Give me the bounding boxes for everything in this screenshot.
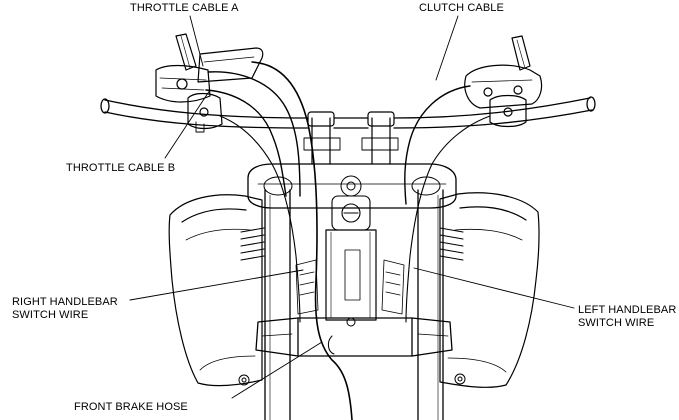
leader-clutch-cable	[435, 15, 459, 81]
left-fork-tube	[264, 189, 291, 420]
lower-triple-clamp	[255, 317, 453, 357]
throttle-cable-a-line	[207, 71, 301, 197]
leader-right-switch-wire	[129, 269, 304, 301]
leader-left-switch-wire	[413, 267, 575, 309]
upper-triple-clamp	[247, 163, 457, 209]
label-throttle-cable-b: THROTTLE CABLE B	[66, 162, 176, 174]
right-shroud	[439, 192, 540, 388]
front-brake-lever	[175, 33, 197, 71]
label-line: RIGHT HANDLEBAR	[12, 296, 118, 308]
label-line: LEFT HANDLEBAR	[578, 304, 677, 316]
handlebar-risers	[303, 111, 399, 165]
clutch-lever	[511, 35, 531, 71]
clutch-cable-line	[404, 85, 471, 205]
steering-stem	[325, 229, 377, 321]
throttle-cable-b-line	[205, 89, 287, 197]
label-clutch-cable: CLUTCH CABLE	[419, 2, 504, 14]
engine-detail	[295, 259, 405, 315]
clutch-perch	[464, 64, 543, 109]
label-throttle-cable-a: THROTTLE CABLE A	[130, 2, 239, 14]
left-switch-wire-line	[405, 115, 491, 323]
label-line: SWITCH WIRE	[12, 309, 89, 321]
leader-front-brake-hose	[231, 341, 323, 399]
shroud-screws	[238, 373, 466, 386]
label-right-handlebar-switch-wire: RIGHT HANDLEBAR SWITCH WIRE	[12, 296, 118, 322]
right-switch-housing	[187, 92, 223, 133]
right-fork-tube	[417, 189, 444, 420]
brake-reservoir	[197, 47, 264, 83]
throttle-housing	[155, 64, 211, 103]
label-left-handlebar-switch-wire: LEFT HANDLEBAR SWITCH WIRE	[578, 304, 676, 330]
right-switch-wire-line	[219, 115, 301, 323]
right-shroud-vents	[439, 227, 464, 261]
label-line: SWITCH WIRE	[578, 317, 655, 329]
leader-lines	[129, 15, 575, 399]
left-switch-housing	[489, 94, 527, 128]
front-brake-hose-line	[251, 61, 353, 420]
label-front-brake-hose: FRONT BRAKE HOSE	[74, 401, 188, 413]
leader-throttle-cable-b	[164, 89, 211, 159]
left-shroud-vents	[240, 227, 265, 261]
leader-throttle-cable-a	[189, 15, 204, 67]
left-shroud	[168, 194, 263, 387]
ignition-unit	[331, 195, 371, 231]
